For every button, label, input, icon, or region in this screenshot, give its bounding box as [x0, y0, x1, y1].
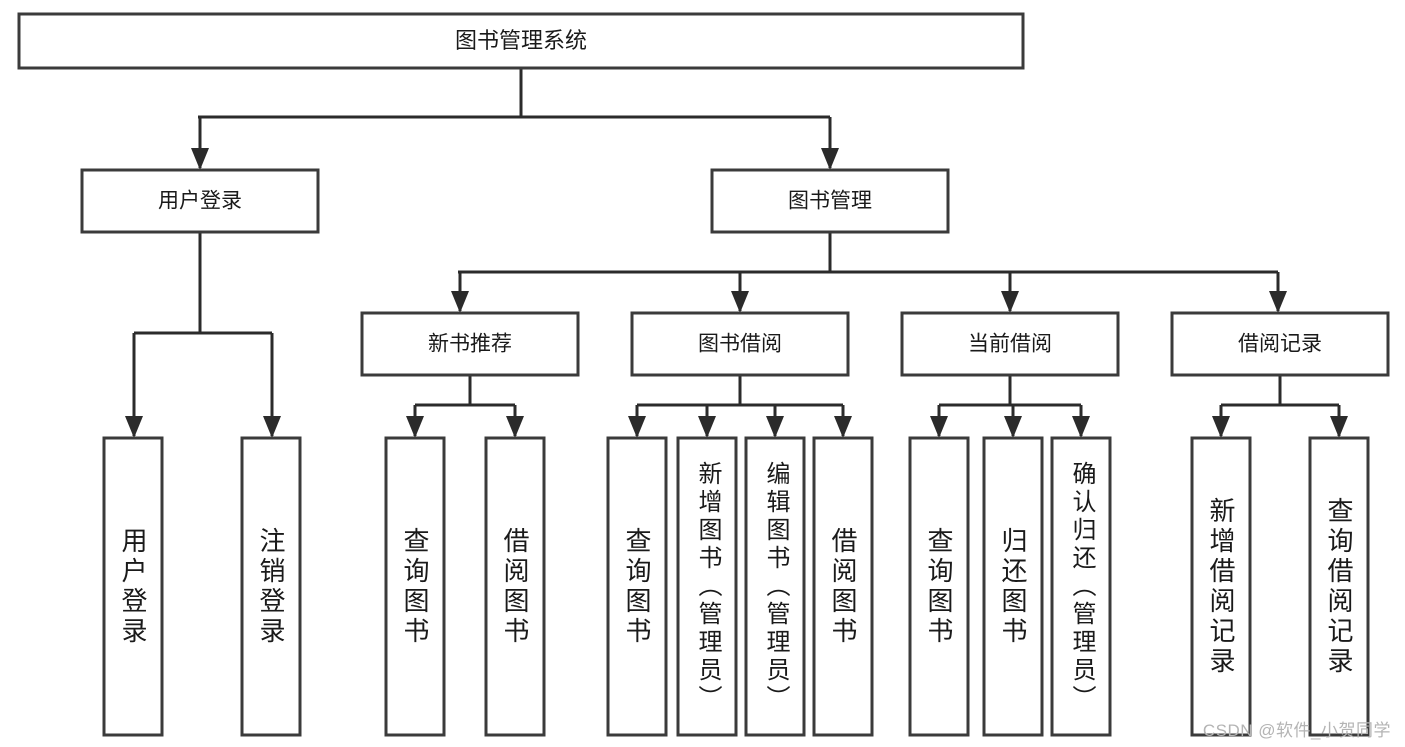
node-label-borrow-record: 借阅记录: [1238, 333, 1322, 356]
node-box-new-book-recommend[interactable]: [360, 311, 580, 377]
node-box-current-borrow[interactable]: [900, 311, 1120, 377]
leaf-box-leaf-query-book-2[interactable]: [606, 436, 668, 737]
arrow-down-icon: [263, 416, 281, 438]
leaf-box-leaf-add-book[interactable]: [676, 436, 738, 737]
arrow-down-icon: [698, 416, 716, 438]
arrow-down-icon: [1269, 291, 1287, 313]
boxes-layer: [17, 12, 1390, 737]
node-label-book-manage: 图书管理: [788, 190, 872, 213]
leaf-box-leaf-borrow-book-2[interactable]: [812, 436, 874, 737]
leaf-box-leaf-borrow-book-1[interactable]: [484, 436, 546, 737]
node-box-user-login[interactable]: [80, 168, 320, 234]
node-label-user-login: 用户登录: [158, 190, 242, 213]
leaf-box-leaf-return-book[interactable]: [982, 436, 1044, 737]
node-label-book-borrow: 图书借阅: [698, 333, 782, 356]
arrow-down-icon: [1330, 416, 1348, 438]
arrow-down-icon: [406, 416, 424, 438]
leaf-box-leaf-user-login[interactable]: [102, 436, 164, 737]
connectors-layer: [125, 68, 1348, 438]
arrow-down-icon: [731, 291, 749, 313]
csdn-watermark: CSDN @软件_小贺同学: [1202, 721, 1391, 740]
arrow-down-icon: [766, 416, 784, 438]
node-label-current-borrow: 当前借阅: [968, 333, 1052, 356]
leaf-box-leaf-query-book-3[interactable]: [908, 436, 970, 737]
arrow-down-icon: [628, 416, 646, 438]
arrow-down-icon: [834, 416, 852, 438]
node-root-box[interactable]: [17, 12, 1025, 70]
arrow-down-icon: [821, 148, 839, 170]
arrow-down-icon: [1004, 416, 1022, 438]
leaf-box-leaf-edit-book[interactable]: [744, 436, 806, 737]
leaf-box-leaf-logout[interactable]: [240, 436, 302, 737]
leaf-box-leaf-confirm-return[interactable]: [1050, 436, 1112, 737]
leaf-box-leaf-add-record[interactable]: [1190, 436, 1252, 737]
arrow-down-icon: [1212, 416, 1230, 438]
arrow-down-icon: [506, 416, 524, 438]
arrow-down-icon: [1001, 291, 1019, 313]
node-label-new-book-recommend: 新书推荐: [428, 333, 512, 356]
arrow-down-icon: [125, 416, 143, 438]
node-box-book-borrow[interactable]: [630, 311, 850, 377]
arrow-down-icon: [191, 148, 209, 170]
arrow-down-icon: [1072, 416, 1090, 438]
node-root-label: 图书管理系统: [455, 28, 587, 53]
leaf-box-leaf-query-record[interactable]: [1308, 436, 1370, 737]
node-box-borrow-record[interactable]: [1170, 311, 1390, 377]
leaf-box-leaf-query-book-1[interactable]: [384, 436, 446, 737]
arrow-down-icon: [451, 291, 469, 313]
node-box-book-manage[interactable]: [710, 168, 950, 234]
arrow-down-icon: [930, 416, 948, 438]
